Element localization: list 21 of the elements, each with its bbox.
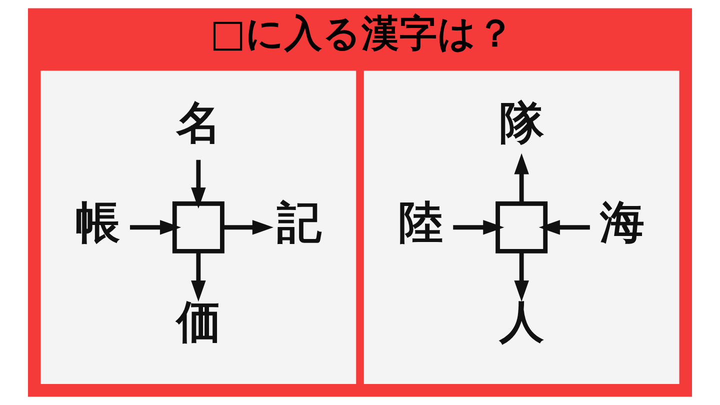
arrow [514,153,529,202]
node-box [172,201,224,254]
node-text: 隊 [499,98,544,149]
arrow [453,220,504,235]
node-box [496,201,548,254]
cluster [364,70,680,384]
arrow [514,252,529,302]
node-text: 帳 [76,197,120,248]
arrow [191,252,206,302]
cluster [40,70,356,384]
arrow [130,220,182,235]
diagram-title: □に入る漢字は？ [210,11,515,56]
node-text: 価 [176,296,220,348]
node-text: 記 [277,197,321,248]
arrow [191,160,206,209]
node-text: 海 [600,197,644,248]
node-text: 名 [176,98,220,149]
arrow [222,220,274,235]
arrow [538,220,590,235]
node-text: 人 [499,296,544,348]
node-text: 陸 [398,197,443,248]
